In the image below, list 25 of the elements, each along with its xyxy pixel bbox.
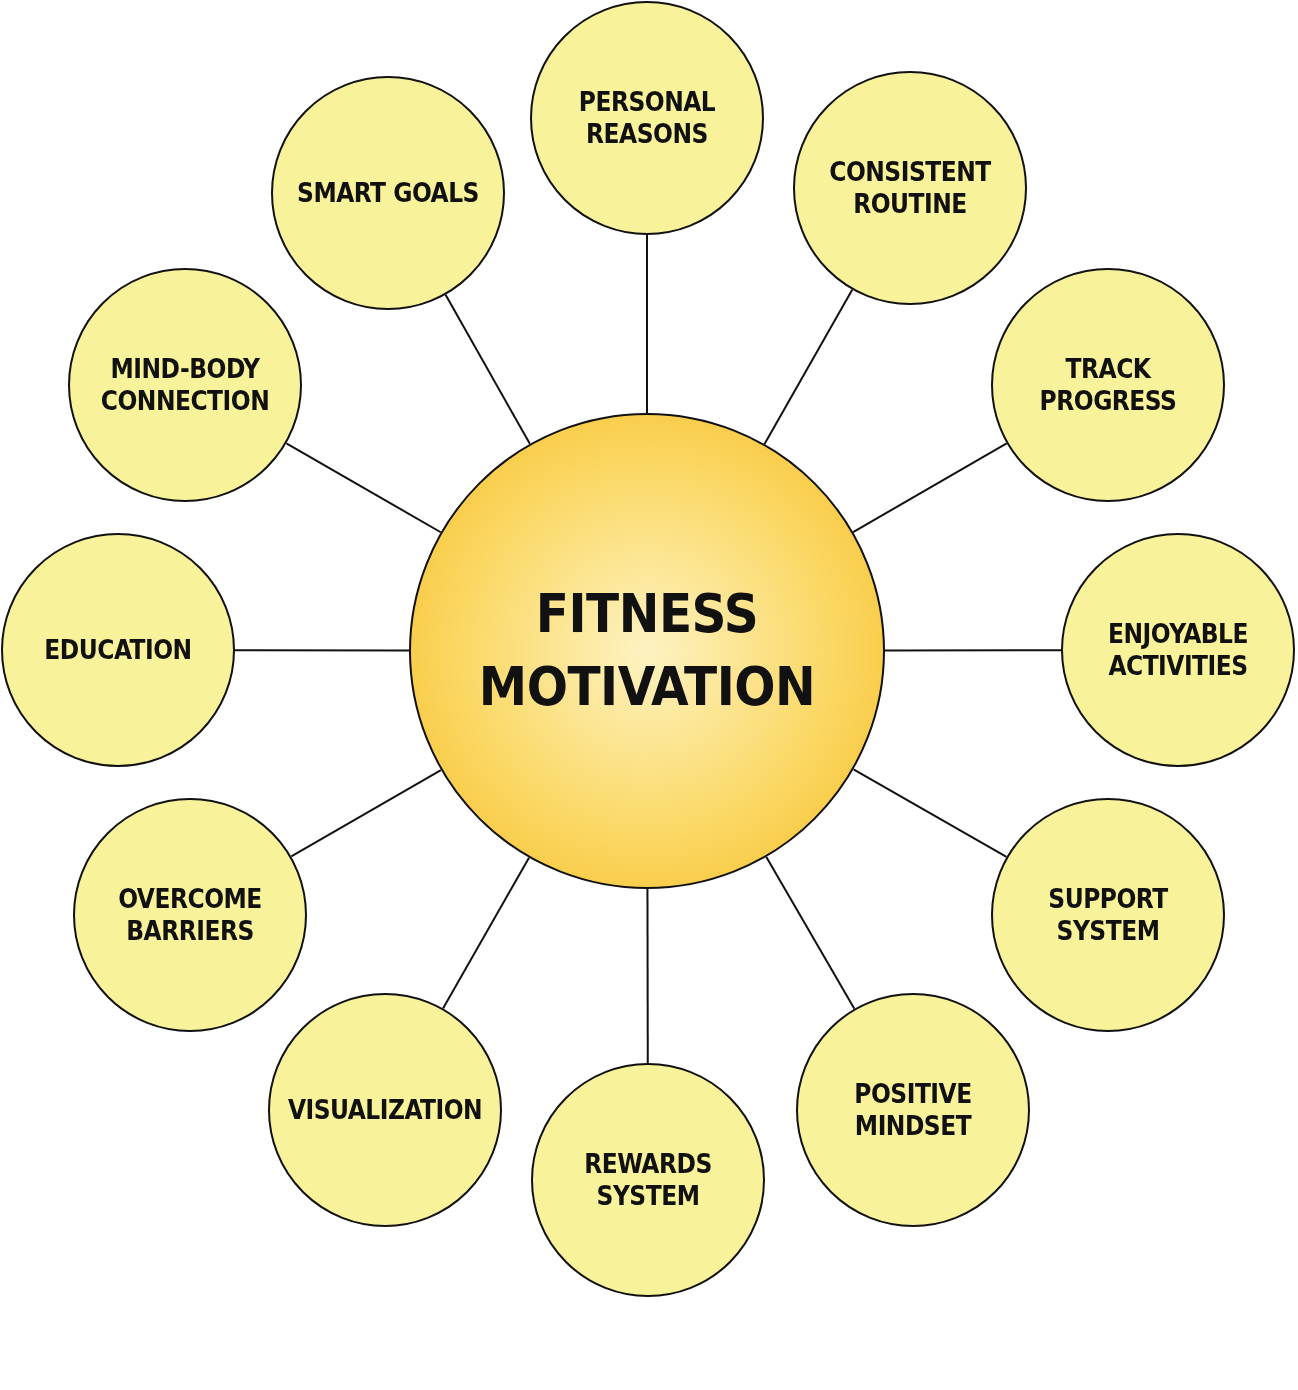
topic-label: SUPPORT SYSTEM <box>1047 882 1169 948</box>
connector-line <box>852 442 1008 534</box>
topic-label: SMART GOALS <box>296 176 480 210</box>
topic-label: VISUALIZATION <box>286 1093 484 1127</box>
connector-line <box>763 288 854 446</box>
topic-label: ENJOYABLE ACTIVITIES <box>1107 617 1249 683</box>
connector-line <box>646 888 649 1064</box>
topic-label: EDUCATION <box>43 633 193 667</box>
connector-line <box>646 234 648 414</box>
connector-line <box>234 649 410 652</box>
connector-line <box>285 442 442 534</box>
topic-label: PERSONAL REASONS <box>577 85 717 151</box>
topic-label: OVERCOME BARRIERS <box>117 882 263 948</box>
topic-label: CONSISTENT ROUTINE <box>828 155 992 221</box>
topic-label: MIND-BODY CONNECTION <box>99 352 271 418</box>
topic-label: POSITIVE MINDSET <box>853 1077 973 1143</box>
central-title: FITNESS MOTIVATION <box>477 581 817 720</box>
connector-line <box>442 856 530 1010</box>
connector-line <box>444 293 531 445</box>
connector-line <box>765 855 856 1010</box>
connector-line <box>884 649 1062 652</box>
topic-label: TRACK PROGRESS <box>1038 352 1178 418</box>
connector-line <box>290 769 442 858</box>
topic-label: REWARDS SYSTEM <box>583 1147 713 1213</box>
connector-line <box>852 768 1008 858</box>
